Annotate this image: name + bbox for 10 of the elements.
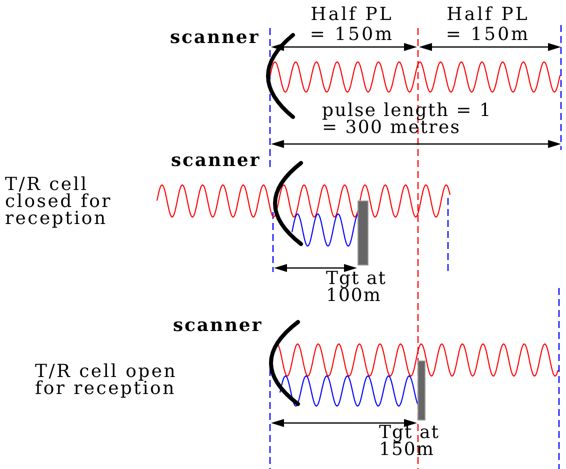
dimension-label: pulse length = 1 = 300 metres [322, 102, 494, 136]
target-range-label: Tgt at 150m [379, 424, 440, 458]
dimension-label: Half PL = 150m [308, 5, 396, 45]
dimension-label: Half PL = 150m [444, 5, 532, 45]
state-label: T/R cell closed for reception [5, 176, 113, 227]
state-label: T/R cell open for reception [35, 363, 178, 397]
target-range-label: Tgt at 100m [326, 270, 388, 304]
scanner-label: scanner [171, 151, 261, 171]
scanner-label: scanner [170, 28, 260, 48]
scanner-label: scanner [173, 316, 263, 336]
